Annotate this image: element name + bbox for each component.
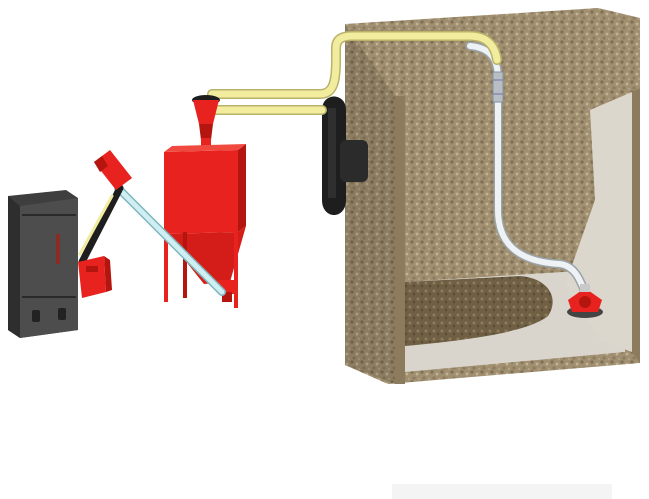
burner-icon: [78, 256, 112, 298]
boiler-icon: [8, 190, 78, 338]
boiler-lid-line: [22, 214, 76, 216]
boiler-brand-plate: [56, 234, 60, 264]
screw-feeder-icon: [80, 150, 132, 262]
storage-front-edge: [395, 96, 405, 384]
bottom-fade: [392, 484, 612, 499]
boiler-door-line: [22, 296, 76, 298]
boiler-vent: [32, 310, 40, 322]
cyclone-icon: [192, 95, 220, 148]
pipe-coupling: [493, 72, 503, 102]
boiler-vent: [58, 308, 66, 320]
